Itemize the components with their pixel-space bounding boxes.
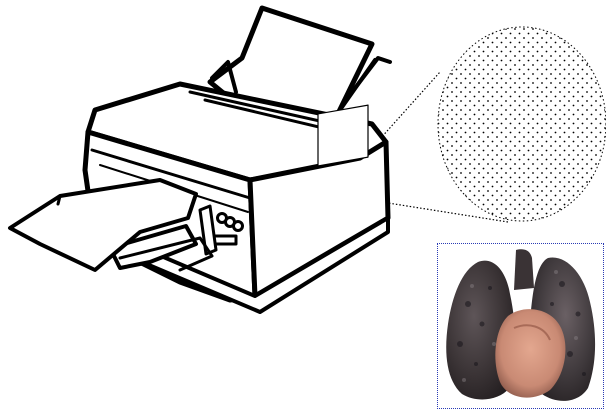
- lungs-icon: [438, 244, 603, 408]
- magnified-dots-circle: [343, 26, 606, 223]
- lungs-photo: [437, 243, 604, 409]
- printer-icon: [82, 5, 392, 314]
- paper-sheet-icon: [8, 178, 198, 272]
